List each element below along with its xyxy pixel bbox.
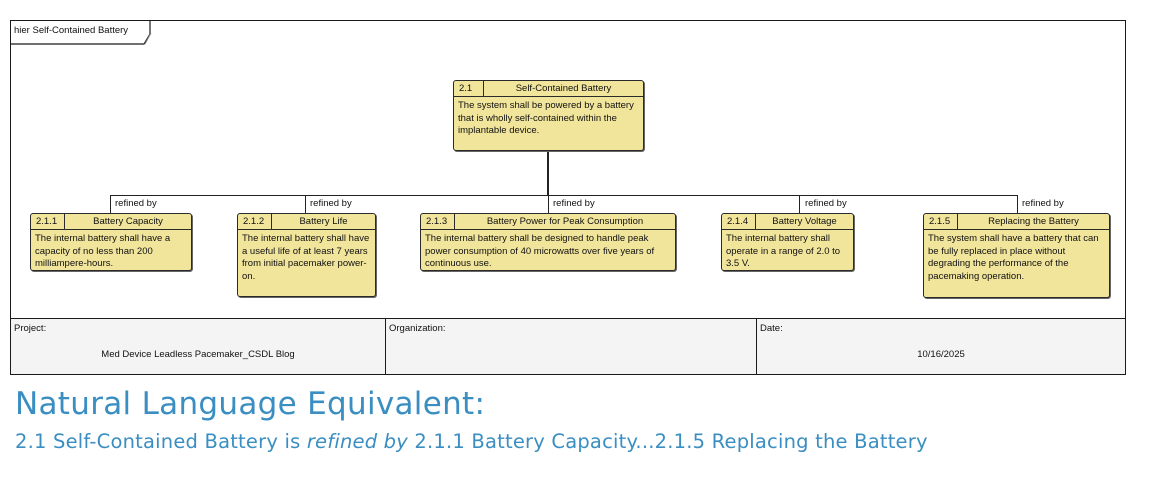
requirement-id: 2.1.1 — [31, 214, 65, 229]
project-cell: Project: Med Device Leadless Pacemaker_C… — [11, 319, 385, 374]
diagram-footer: Project: Med Device Leadless Pacemaker_C… — [10, 318, 1126, 375]
requirement-name: Self-Contained Battery — [515, 83, 612, 94]
diagram-frame — [10, 20, 1126, 375]
requirement-2-1-1[interactable]: 2.1.1 Battery Capacity The internal batt… — [30, 213, 192, 271]
requirement-2-1-3[interactable]: 2.1.3 Battery Power for Peak Consumption… — [420, 213, 676, 271]
statement-part-1: 2.1 Self-Contained Battery is — [15, 430, 307, 453]
statement-relation: refined by — [306, 430, 408, 453]
connector-2-1-1 — [110, 195, 111, 214]
requirement-header: 2.1.4 Battery Voltage — [722, 214, 853, 230]
requirement-id: 2.1.5 — [924, 214, 958, 229]
organization-cell: Organization: — [385, 319, 756, 374]
requirement-2-1-2[interactable]: 2.1.2 Battery Life The internal battery … — [237, 213, 376, 297]
requirement-id: 2.1.3 — [421, 214, 455, 229]
requirement-name: Battery Power for Peak Consumption — [486, 216, 644, 227]
connector-2-1-4 — [799, 195, 800, 214]
project-label: Project: — [14, 323, 47, 334]
date-label: Date: — [760, 323, 783, 334]
requirement-2-1-5[interactable]: 2.1.5 Replacing the Battery The system s… — [923, 213, 1110, 298]
requirement-2-1-4[interactable]: 2.1.4 Battery Voltage The internal batte… — [721, 213, 854, 271]
connector-2-1-3 — [548, 195, 549, 214]
requirement-id: 2.1.2 — [238, 214, 272, 229]
relation-label: refined by — [1022, 198, 1064, 209]
project-value: Med Device Leadless Pacemaker_CSDL Blog — [101, 349, 295, 360]
requirement-name: Battery Life — [299, 216, 348, 227]
requirement-header: 2.1.3 Battery Power for Peak Consumption — [421, 214, 675, 230]
requirement-text: The internal battery shall have a useful… — [242, 233, 370, 282]
connector-2-1-2 — [305, 195, 306, 214]
frame-title: hier Self-Contained Battery — [14, 25, 129, 36]
requirement-header: 2.1.1 Battery Capacity — [31, 214, 191, 230]
requirement-text: The system shall be powered by a battery… — [458, 100, 634, 136]
relation-label: refined by — [805, 198, 847, 209]
frame-tab-outline — [10, 20, 152, 45]
requirement-2-1[interactable]: 2.1 Self-Contained Battery The system sh… — [453, 80, 644, 151]
date-value: 10/16/2025 — [917, 349, 965, 360]
natural-language-statement: 2.1 Self-Contained Battery is refined by… — [15, 430, 928, 453]
parent-connector — [547, 150, 549, 196]
natural-language-title: Natural Language Equivalent: — [15, 386, 486, 422]
requirement-header: 2.1.5 Replacing the Battery — [924, 214, 1109, 230]
requirement-header: 2.1 Self-Contained Battery — [454, 81, 643, 97]
requirement-header: 2.1.2 Battery Life — [238, 214, 375, 230]
requirement-name: Replacing the Battery — [988, 216, 1079, 227]
relation-label: refined by — [553, 198, 595, 209]
connector-2-1-5 — [1017, 195, 1018, 214]
requirement-name: Battery Capacity — [93, 216, 163, 227]
relation-label: refined by — [310, 198, 352, 209]
requirement-text: The internal battery shall operate in a … — [726, 233, 841, 269]
requirement-name: Battery Voltage — [772, 216, 837, 227]
requirement-text: The internal battery shall have a capaci… — [35, 233, 171, 269]
organization-label: Organization: — [389, 323, 446, 334]
requirement-id: 2.1 — [454, 81, 484, 96]
horizontal-connector — [110, 195, 1018, 196]
statement-part-2: 2.1.1 Battery Capacity...2.1.5 Replacing… — [408, 430, 928, 453]
relation-label: refined by — [115, 198, 157, 209]
requirement-id: 2.1.4 — [722, 214, 756, 229]
date-cell: Date: 10/16/2025 — [756, 319, 1125, 374]
requirement-text: The internal battery shall be designed t… — [425, 233, 655, 269]
requirement-text: The system shall have a battery that can… — [928, 233, 1099, 282]
